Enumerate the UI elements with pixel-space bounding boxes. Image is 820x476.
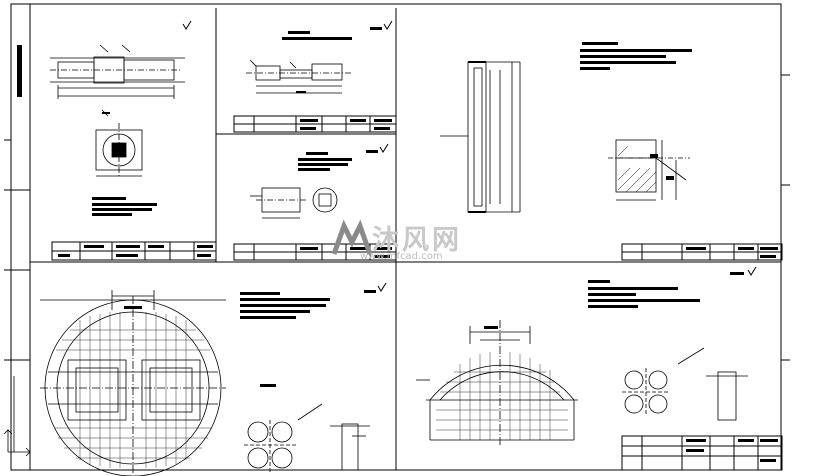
watermark-logo-icon [331, 220, 373, 255]
panel-ring-hatch [617, 145, 657, 193]
panel-half-plate-grid [436, 352, 568, 440]
watermark-url: www.mfcad.com [360, 251, 443, 262]
watermark-title: 沐风网 [372, 225, 462, 256]
panel-sieve-plate-grid [54, 312, 212, 468]
panel-small-shaft-title-block [233, 115, 397, 133]
panel-ring-title-block [621, 243, 783, 261]
panel-shaft-drawing [50, 44, 185, 177]
panel-shaft-title-block [51, 241, 217, 261]
roughness-symbol-icon [747, 266, 757, 276]
panel-sieve-plate-detail [244, 403, 370, 472]
panel-small-shaft-drawing [246, 59, 352, 94]
panel-pin-drawing [250, 187, 338, 219]
panel-sieve-plate-notes [124, 290, 376, 387]
roughness-symbol-icon [379, 143, 389, 153]
panel-ring-title-text [686, 247, 778, 258]
panel-ring-notes [580, 42, 692, 180]
panel-small-shaft-notes [282, 27, 382, 93]
panel-sieve-plate-drawing [40, 290, 226, 476]
roughness-symbol-icon [383, 20, 393, 30]
panel-shaft-notes [92, 112, 157, 216]
roughness-symbol-icon [182, 20, 192, 30]
panel-half-plate-detail [622, 347, 748, 421]
panel-shaft-title-text [58, 245, 213, 257]
panel-half-plate-notes [484, 272, 744, 329]
panel-pin-title-text [300, 247, 392, 258]
panel-half-plate-title-text [686, 439, 778, 462]
ucs-axis-icon [3, 376, 31, 457]
panel-small-shaft-title-text [300, 119, 392, 130]
roughness-symbol-icon [377, 282, 387, 292]
panel-dividers [30, 8, 781, 470]
panel-half-plate-title-block [621, 435, 783, 471]
left-title-block [17, 45, 22, 97]
panel-pin-notes [298, 150, 378, 171]
watermark: 沐风网 www.mfcad.com [330, 218, 500, 278]
panel-ring-drawing [440, 61, 690, 213]
panel-half-plate-drawing [416, 320, 578, 446]
